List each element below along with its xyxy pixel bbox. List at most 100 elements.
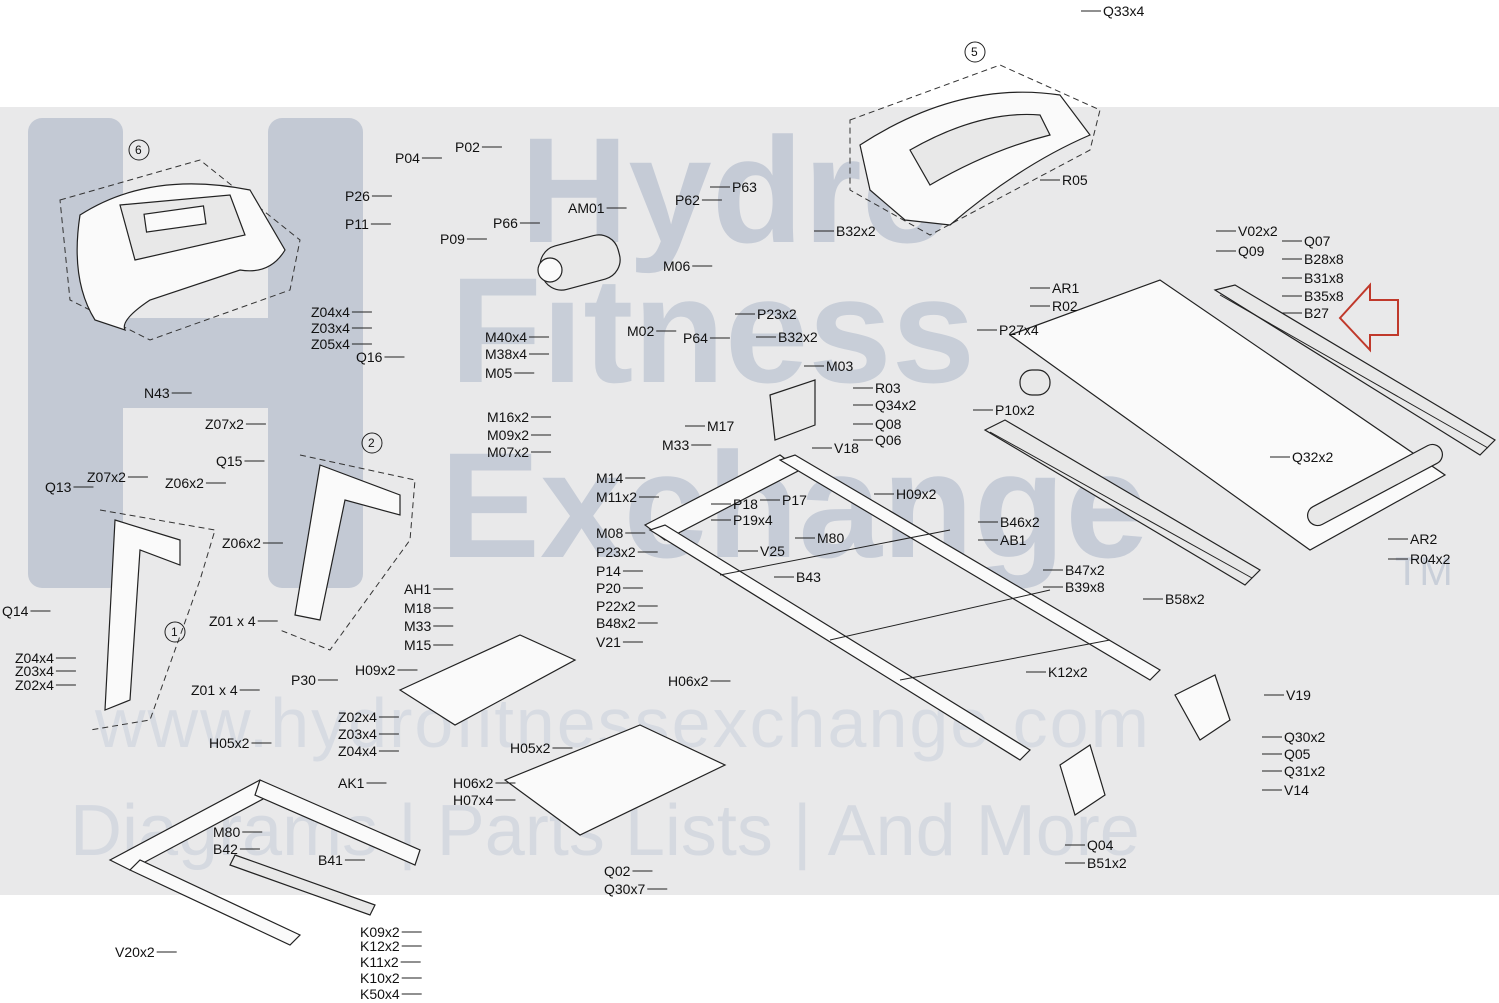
part-label: M03 (826, 358, 854, 374)
callout-6: 6 (135, 143, 142, 157)
part-label: P62 (675, 192, 700, 208)
part-label: P63 (732, 179, 757, 195)
part-label: Q14 (2, 603, 29, 619)
part-label: B47x2 (1065, 562, 1105, 578)
part-label: H09x2 (355, 662, 396, 678)
part-label: Z05x4 (311, 336, 350, 352)
part-label: H07x4 (453, 792, 494, 808)
drive-motor (537, 234, 621, 291)
part-label: P66 (493, 215, 518, 231)
part-label: P22x2 (596, 598, 636, 614)
part-label: Z02x4 (338, 709, 377, 725)
part-label: M16x2 (487, 409, 530, 425)
part-label: P30 (291, 672, 316, 688)
part-label: K12x2 (360, 938, 400, 954)
part-label: P27x4 (999, 322, 1039, 338)
part-label: AM01 (568, 200, 605, 216)
part-label: B43 (796, 569, 821, 585)
part-label: P02 (455, 139, 480, 155)
part-label: M80 (817, 530, 845, 546)
callout-2: 2 (368, 436, 375, 450)
part-label: Z04x4 (311, 304, 350, 320)
part-label: AH1 (404, 581, 432, 597)
part-label: M80 (213, 824, 241, 840)
end-cap-left (1059, 744, 1106, 816)
part-label: Z06x2 (222, 535, 261, 551)
part-label: H06x2 (668, 673, 709, 689)
part-label: Z07x2 (205, 416, 244, 432)
deck-assembly (983, 279, 1496, 586)
part-label: B46x2 (1000, 514, 1040, 530)
part-label: M08 (596, 525, 624, 541)
part-label: P23x2 (757, 306, 797, 322)
part-label: N43 (144, 385, 170, 401)
part-label: B35x8 (1304, 288, 1344, 304)
part-label: Z04x4 (15, 650, 54, 666)
part-label: M09x2 (487, 427, 530, 443)
part-label: Q05 (1284, 746, 1311, 762)
part-label: P11 (345, 216, 369, 232)
part-label: H05x2 (510, 740, 551, 756)
part-label: B51x2 (1087, 855, 1127, 871)
part-label: Z07x2 (87, 469, 126, 485)
part-label: R05 (1062, 172, 1088, 188)
part-label: Q07 (1304, 233, 1331, 249)
part-label: M40x4 (485, 329, 528, 345)
part-label: K11x2 (360, 954, 399, 970)
part-label: P18 (733, 496, 758, 512)
part-label: Q02 (604, 863, 631, 879)
console-assembly (59, 159, 301, 341)
part-label: B41 (318, 852, 343, 868)
part-label: M33 (404, 618, 432, 634)
part-label: B27 (1304, 305, 1329, 321)
part-label: Z03x4 (338, 726, 377, 742)
base-frame (108, 779, 421, 946)
part-label: M02 (627, 323, 655, 339)
part-label: Q32x2 (1292, 449, 1334, 465)
part-label: P20 (596, 580, 621, 596)
part-label: K12x2 (1048, 664, 1088, 680)
part-label: AR1 (1052, 280, 1080, 296)
part-label: K50x4 (360, 986, 400, 1002)
callout-1: 1 (171, 625, 178, 639)
part-label: K09x2 (360, 924, 400, 940)
part-label: V18 (834, 440, 859, 456)
part-label: P17 (782, 492, 807, 508)
part-label: B42 (213, 841, 238, 857)
part-label: P10x2 (995, 402, 1035, 418)
part-label: B39x8 (1065, 579, 1105, 595)
part-label: Q31x2 (1284, 763, 1326, 779)
part-label: Q08 (875, 416, 902, 432)
part-label: Z01 x 4 (191, 682, 238, 698)
part-label: Z03x4 (311, 320, 350, 336)
part-label: B58x2 (1165, 591, 1205, 607)
part-label: P04 (395, 150, 420, 166)
part-label: V19 (1286, 687, 1311, 703)
part-label: P23x2 (596, 544, 636, 560)
main-frame (643, 454, 1161, 761)
part-label: M06 (663, 258, 691, 274)
highlight-arrow-icon (1338, 282, 1399, 353)
part-label: M38x4 (485, 346, 528, 362)
part-label: AR2 (1410, 531, 1438, 547)
part-label: Q30x2 (1284, 729, 1326, 745)
part-label: Z04x4 (338, 743, 377, 759)
part-label: P14 (596, 563, 621, 579)
part-label: P26 (345, 188, 370, 204)
part-label: Z06x2 (165, 475, 204, 491)
part-label: Z02x4 (15, 677, 54, 693)
upright-right (279, 454, 416, 651)
leader-lines (30, 10, 1408, 995)
part-label: V02x2 (1238, 223, 1278, 239)
part-label: R02 (1052, 298, 1078, 314)
part-label: M11x2 (596, 489, 637, 505)
part-label: M07x2 (487, 444, 530, 460)
part-label: B31x8 (1304, 270, 1344, 286)
part-label: M17 (707, 418, 735, 434)
part-label: M18 (404, 600, 432, 616)
watermark-fitness: Fitness (450, 246, 976, 414)
part-label: R04x2 (1410, 551, 1451, 567)
part-label: B48x2 (596, 615, 636, 631)
